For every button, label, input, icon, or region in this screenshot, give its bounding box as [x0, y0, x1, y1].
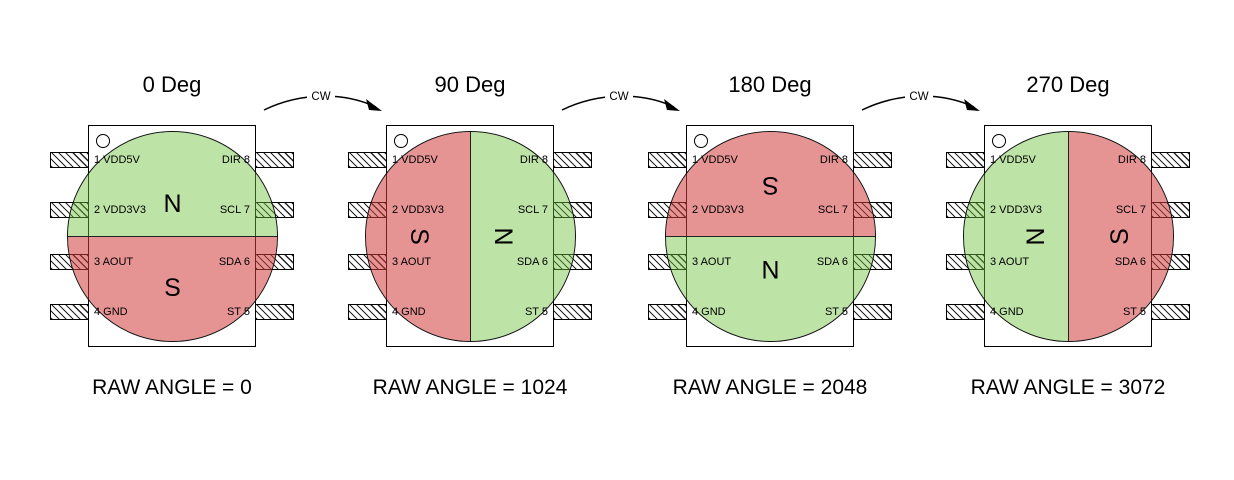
figure-title: 180 Deg [728, 72, 812, 97]
pin-label-gnd: 4 GND [94, 306, 128, 318]
pin-3 [648, 254, 687, 270]
pin-1 [50, 152, 89, 168]
magnet-north-half: N [68, 132, 277, 237]
pin-label-gnd: 4 GND [392, 306, 426, 318]
pin-1-indicator [694, 134, 708, 148]
pin-label-st: ST 5 [824, 306, 848, 318]
pin-1-indicator [394, 134, 408, 148]
pin-label-scl: SCL 7 [219, 204, 250, 216]
pin-label-dir: DIR 8 [819, 154, 848, 166]
pin-6 [553, 254, 592, 270]
pin-5 [853, 304, 892, 320]
pin-label-gnd: 4 GND [990, 306, 1024, 318]
pin-label-vdd5v: 1 VDD5V [392, 154, 438, 166]
pin-1 [946, 152, 985, 168]
pin-label-sda: SDA 6 [218, 256, 250, 268]
pin-label-scl: SCL 7 [1115, 204, 1146, 216]
south-pole-label: S [762, 171, 779, 200]
raw-angle-caption: RAW ANGLE = 0 [92, 376, 252, 399]
pin-3 [946, 254, 985, 270]
figure-180-deg: 180 Deg N S 1 VDD5V 2 VDD3V3 3 AOUT 4 [620, 0, 920, 480]
pin-label-st: ST 5 [226, 306, 250, 318]
figure-270-deg: 270 Deg N S 1 VDD5V 2 VDD3V3 3 AOUT 4 [918, 0, 1218, 480]
pin-label-sda: SDA 6 [516, 256, 548, 268]
cw-arrow-3: CW [861, 89, 980, 111]
pin-label-vdd3v3: 2 VDD3V3 [692, 204, 744, 216]
pin-1-indicator [96, 134, 110, 148]
magnet-south-half: S [68, 236, 277, 341]
pin-label-sda: SDA 6 [816, 256, 848, 268]
cw-label: CW [311, 91, 330, 103]
cw-label: CW [609, 91, 628, 103]
south-pole-label: S [164, 273, 181, 302]
pin-8 [255, 152, 294, 168]
pin-4 [648, 304, 687, 320]
pin-label-aout: 3 AOUT [692, 256, 732, 268]
pin-label-vdd3v3: 2 VDD3V3 [94, 204, 146, 216]
cw-arrow-2: CW [561, 89, 680, 111]
pin-7 [553, 202, 592, 218]
chip-package: N S 1 VDD5V 2 VDD3V3 3 AOUT 4 GND DIR 8 … [648, 125, 892, 347]
north-pole-label: N [163, 190, 182, 218]
magnet: N S [67, 131, 278, 342]
figure-title: 90 Deg [434, 72, 506, 97]
pin-label-aout: 3 AOUT [392, 256, 432, 268]
pin-6 [853, 254, 892, 270]
magnet-north-half: N [666, 236, 875, 341]
pin-label-aout: 3 AOUT [990, 256, 1030, 268]
arrowhead-icon [366, 99, 382, 111]
arrowhead-icon [664, 99, 680, 111]
chip-package: N S 1 VDD5V 2 VDD3V3 3 AOUT 4 GND DIR 8 … [946, 125, 1190, 347]
pin-8 [553, 152, 592, 168]
pin-label-aout: 3 AOUT [94, 256, 134, 268]
pin-label-vdd5v: 1 VDD5V [692, 154, 738, 166]
pin-label-gnd: 4 GND [692, 306, 726, 318]
pin-5 [553, 304, 592, 320]
pin-2 [946, 202, 985, 218]
raw-angle-caption: RAW ANGLE = 1024 [372, 376, 568, 399]
pin-label-scl: SCL 7 [517, 204, 548, 216]
cw-arrow-1: CW [263, 89, 382, 111]
pin-label-vdd5v: 1 VDD5V [990, 154, 1036, 166]
pin-4 [946, 304, 985, 320]
figure-title: 0 Deg [142, 72, 202, 97]
figure-0-deg: 0 Deg N S 1 VDD5V 2 VDD3V3 3 AOUT 4 GN [22, 0, 322, 480]
figure-90-deg: 90 Deg N S 1 VDD5V 2 VDD3V3 3 AOUT 4 G [320, 0, 620, 480]
pin-label-st: ST 5 [524, 306, 548, 318]
pin-label-vdd3v3: 2 VDD3V3 [990, 204, 1042, 216]
magnet-south-half: S [666, 132, 875, 237]
pin-label-dir: DIR 8 [519, 154, 548, 166]
cw-label: CW [909, 91, 928, 103]
chip-package: N S 1 VDD5V 2 VDD3V3 3 AOUT 4 GND DIR 8 … [50, 125, 294, 347]
arrowhead-icon [964, 99, 980, 111]
raw-angle-caption: RAW ANGLE = 2048 [672, 376, 868, 399]
pin-label-sda: SDA 6 [1114, 256, 1146, 268]
raw-angle-caption: RAW ANGLE = 3072 [970, 376, 1166, 399]
pin-label-vdd5v: 1 VDD5V [94, 154, 140, 166]
chip-package: N S 1 VDD5V 2 VDD3V3 3 AOUT 4 GND DIR 8 … [348, 125, 592, 347]
pin-label-vdd3v3: 2 VDD3V3 [392, 204, 444, 216]
north-pole-label: N [489, 227, 517, 246]
pin-1-indicator [992, 134, 1006, 148]
pin-label-st: ST 5 [1122, 306, 1146, 318]
pin-label-scl: SCL 7 [817, 204, 848, 216]
pin-label-dir: DIR 8 [221, 154, 250, 166]
pin-label-dir: DIR 8 [1117, 154, 1146, 166]
figure-title: 270 Deg [1026, 72, 1110, 97]
